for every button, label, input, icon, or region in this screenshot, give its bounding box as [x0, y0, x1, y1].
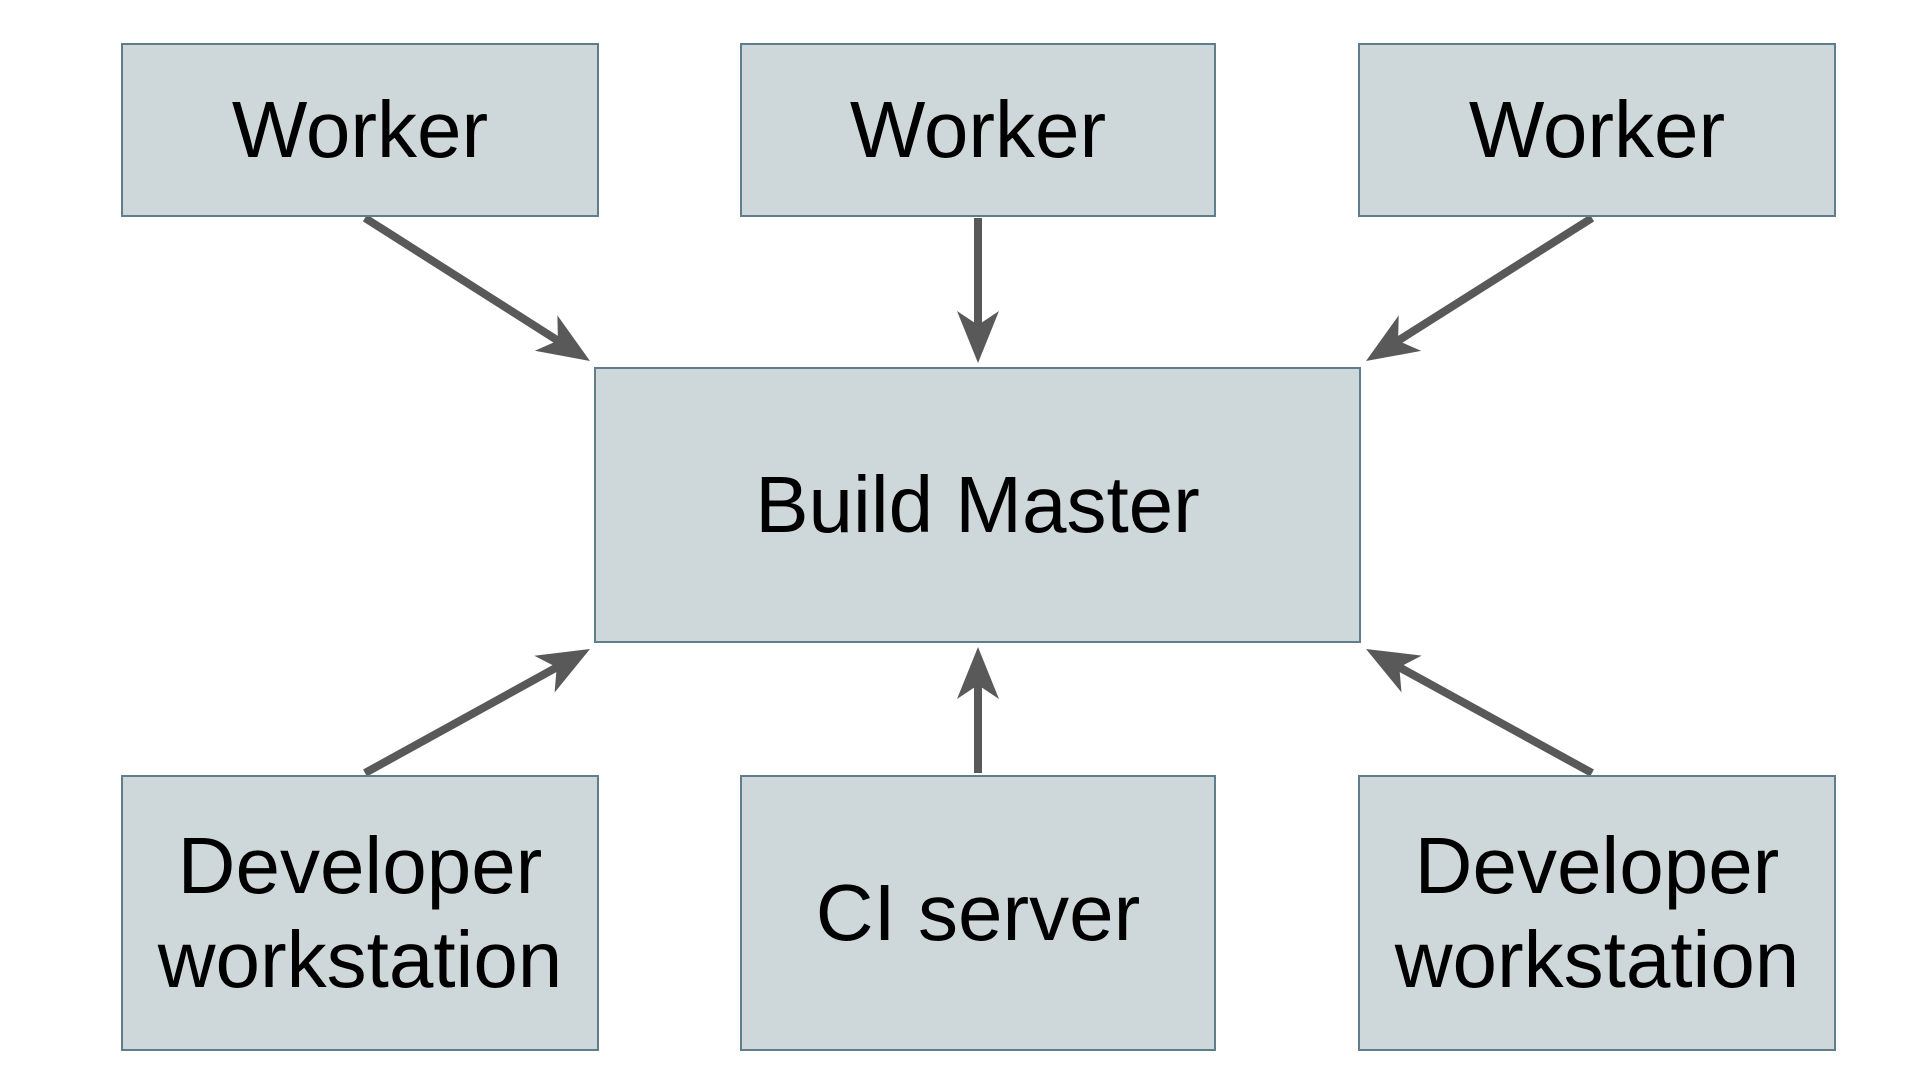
arrow-developer-workstation-2-to-build-master [1366, 649, 1594, 777]
arrow-worker-2-to-build-master [957, 218, 999, 363]
arrow-shaft [362, 214, 562, 346]
arrowhead-icon [957, 311, 999, 363]
arrow-shaft [1395, 662, 1594, 777]
arrow-worker-3-to-build-master [1366, 214, 1595, 361]
node-label: CI server [815, 867, 1141, 957]
arrow-shaft [363, 662, 561, 777]
node-build-master: Build Master [594, 367, 1361, 643]
node-worker-3: Worker [1358, 43, 1836, 217]
arrow-shaft [1394, 214, 1595, 346]
arrow-developer-workstation-1-to-build-master [363, 649, 590, 777]
node-worker-2: Worker [740, 43, 1216, 217]
arrow-worker-1-to-build-master [362, 214, 590, 361]
node-label: Developer [1414, 820, 1780, 910]
node-worker-1: Worker [121, 43, 599, 217]
node-label: Worker [1468, 84, 1726, 174]
node-label: workstation [157, 915, 563, 1004]
node-label: Developer [177, 820, 543, 910]
node-label: Worker [849, 84, 1107, 174]
node-label: Worker [231, 84, 489, 174]
node-label: Build Master [755, 459, 1200, 549]
arrowhead-icon [1366, 649, 1422, 693]
node-ci-server: CI server [740, 775, 1216, 1051]
arrowhead-icon [957, 647, 999, 699]
node-label: workstation [1394, 915, 1800, 1004]
arrow-ci-server-to-build-master [957, 647, 999, 773]
arrowhead-icon [1366, 315, 1422, 361]
arrowhead-icon [534, 649, 590, 693]
arrowhead-icon [534, 315, 590, 361]
